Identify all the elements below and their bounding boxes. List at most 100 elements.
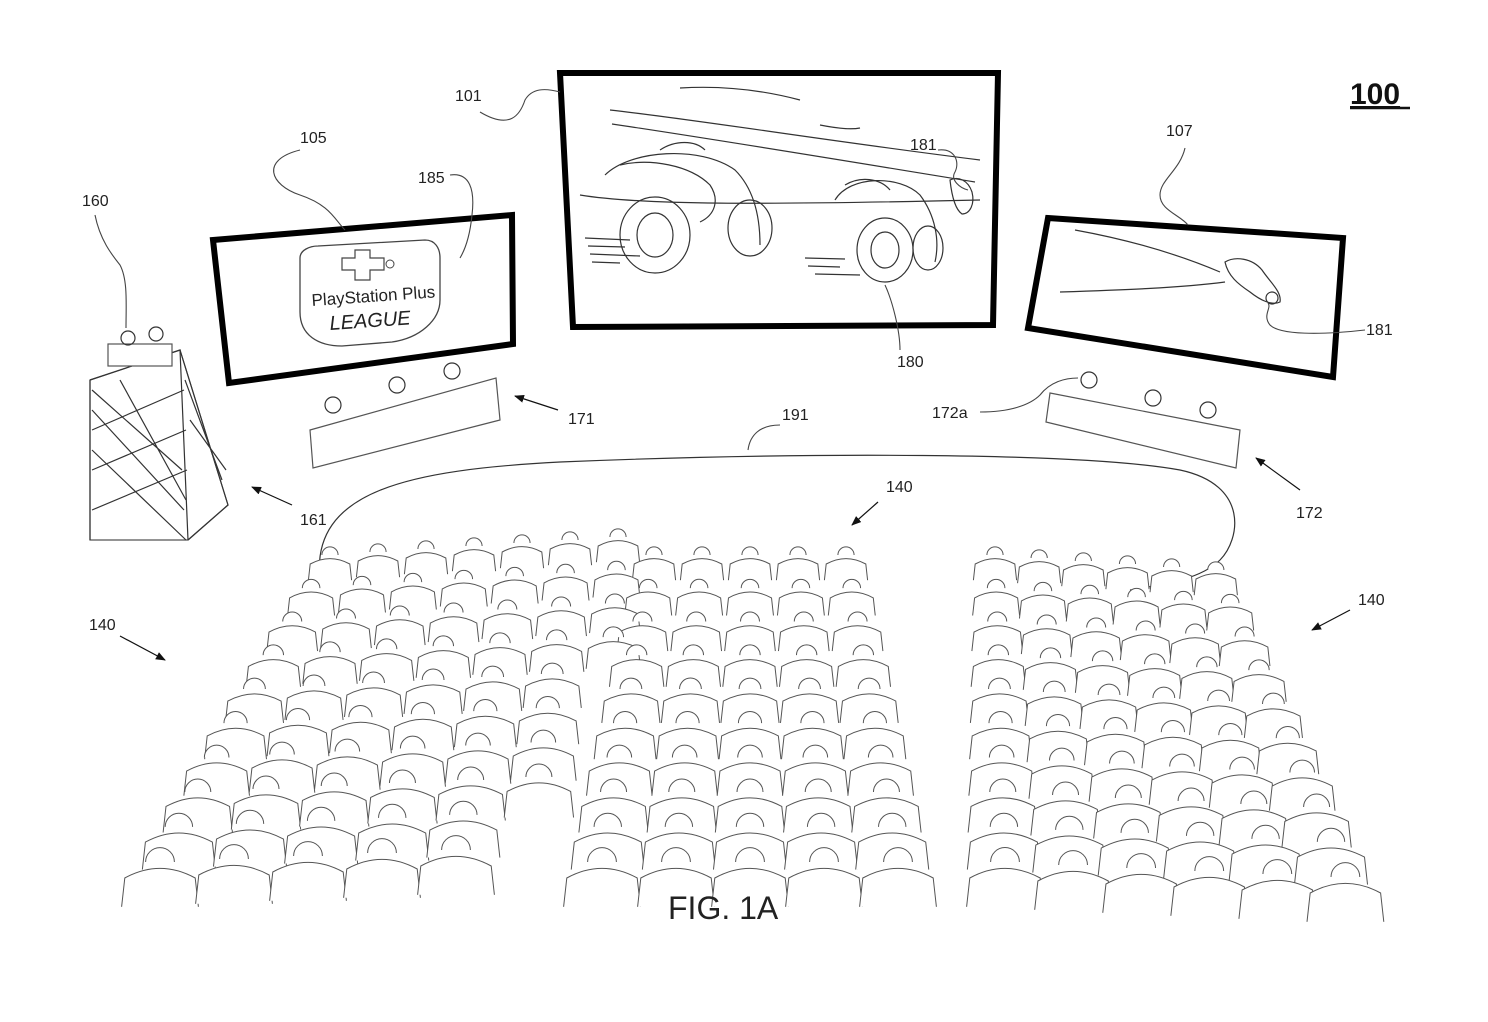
audience-seat [718,711,782,760]
motorcycle-icon [1059,229,1281,305]
label-101: 101 [455,88,482,105]
audience-seat [679,546,725,581]
audience-seat [775,546,821,581]
audience-seat [778,644,835,687]
audience-seat [355,543,401,578]
label-180: 180 [897,354,924,371]
audience-seat [966,847,1044,907]
audience-seat [971,611,1024,652]
stage-171 [309,362,501,469]
audience-seat [266,611,319,652]
label-181-right: 181 [1366,322,1393,339]
audience-seat [1074,650,1131,693]
audience-seat [307,546,353,581]
audience-seat [785,847,863,907]
racing-scene [579,86,981,283]
figure-number: 100 [1350,78,1400,111]
audience-seat [338,575,386,613]
audience-seat [722,644,778,687]
audience-seat [1065,584,1114,622]
audience-seat [547,531,593,566]
audience-seat [631,546,677,581]
audience-seat [1022,647,1079,690]
label-140-right: 140 [1358,592,1385,609]
label-160: 160 [82,193,109,210]
audience-seat [121,847,199,907]
audience-seat [320,608,372,649]
audience-seat [972,578,1021,616]
label-185: 185 [418,170,445,187]
figure-caption: FIG. 1A [668,890,779,926]
audience-seat [972,546,1018,581]
audience-seat [451,537,497,572]
audience-seat [269,841,347,901]
audience-seat [660,677,721,723]
audience-seat [656,711,719,760]
audience-seat [716,744,784,796]
audience-seat [823,546,869,581]
audience-seat [499,534,545,569]
audience-seat [624,578,673,616]
audience-seat [859,847,937,907]
label-140-center: 140 [886,479,913,496]
audience-seat [827,578,876,616]
label-191: 191 [782,407,809,424]
label-140-left: 140 [89,617,116,634]
audience-seat [1017,549,1062,584]
audience-seat [726,578,774,616]
audience-seat [779,677,840,723]
audience-seat [1159,590,1208,628]
label-171: 171 [568,411,595,428]
audience-seat [637,847,715,907]
audience-seat [1149,558,1194,593]
audience-seat [535,596,587,637]
audience-seat [969,677,1030,723]
audience-seat [417,835,495,895]
audience-seat [1102,853,1181,913]
audience-seat [287,578,336,616]
audience-seat [195,844,273,904]
arrow-161 [251,486,293,506]
commentator-tower [89,326,229,541]
audience-seat [528,629,585,672]
audience-seat [388,572,437,610]
audience-seat [522,662,582,708]
audience-seat [1193,561,1238,596]
audience-seat [1018,581,1067,619]
arrow-140-center [851,501,879,526]
label-172: 172 [1296,505,1323,522]
audience-seat [1105,555,1150,590]
arrow-171 [514,394,559,411]
dpad-badge-icon [299,239,441,347]
audience-seat [481,599,534,640]
audience-seat [1306,862,1385,922]
left-screen: PlayStation Plus LEAGUE [209,211,517,387]
audience-seat [670,611,723,652]
audience-seat [403,540,449,575]
audience-seat [776,578,825,616]
audience-seat [595,528,641,563]
audience-seat [777,611,830,652]
audience-seat [608,644,665,687]
audience-seat [727,546,773,581]
audience-seat [969,711,1032,760]
label-107: 107 [1166,123,1193,140]
audience-seat [343,838,421,898]
audience-seat [503,763,575,818]
audience-seat [1026,714,1090,763]
audience-seat [563,847,641,907]
audience-seat [781,711,844,760]
audience-seat [1206,593,1255,631]
audience-seat [439,569,488,607]
audience-seat [724,611,776,652]
audience-seat [1070,617,1123,658]
right-screen [1024,214,1347,381]
audience-seat [1170,856,1249,916]
audience-seat [592,560,641,598]
audience-seat [831,611,884,652]
audience-seat [720,677,780,723]
audience-seat [1024,680,1084,726]
audience-seat [1061,552,1106,587]
audience-seat [1238,859,1317,919]
